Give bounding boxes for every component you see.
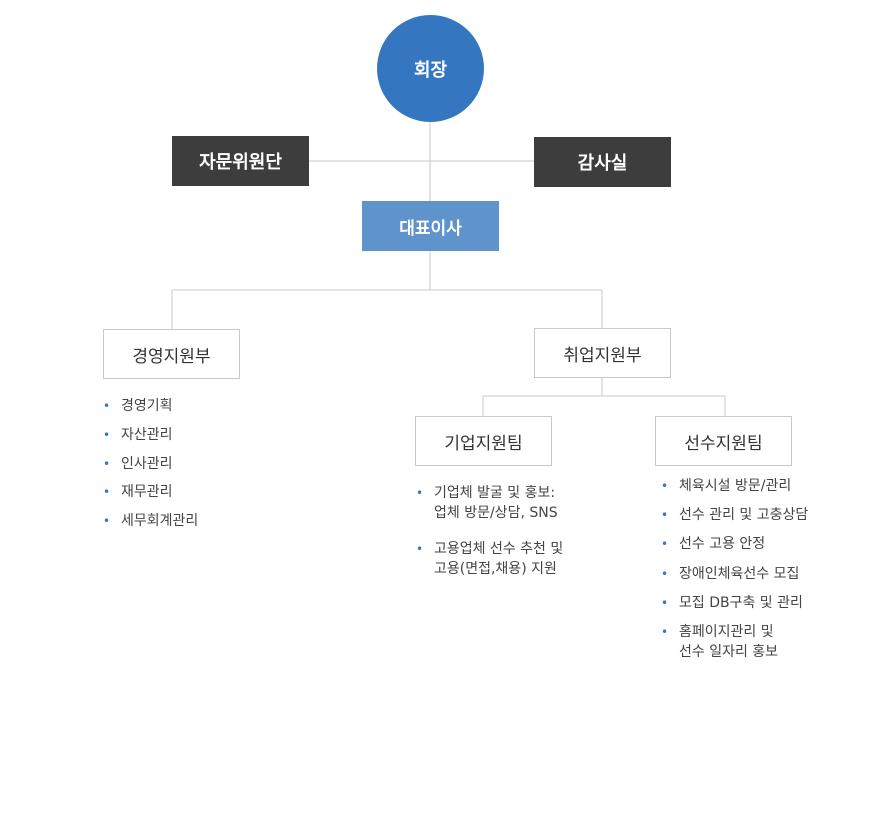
corp-team-label: 기업지원팀	[444, 433, 523, 454]
bullet-icon: •	[103, 427, 111, 442]
list-item: • 세무회계관리	[103, 511, 198, 531]
corporate-support-team-node: 기업지원팀	[415, 416, 552, 466]
list-item: • 선수 고용 안정	[661, 534, 871, 554]
ceo-label: 대표이사	[399, 218, 462, 239]
bullet-icon: •	[103, 399, 111, 413]
list-item: • 선수 관리 및 고충상담	[661, 505, 871, 525]
employment-dept-label: 취업지원부	[563, 345, 642, 366]
list-item-text: 재무관리	[121, 484, 173, 501]
bullet-icon: •	[661, 624, 669, 639]
list-item-text: 선수 고용 안정	[679, 536, 766, 553]
bullet-icon: •	[103, 514, 111, 529]
bullet-icon: •	[661, 595, 669, 610]
bullet-icon: •	[103, 485, 111, 500]
management-support-dept-node: 경영지원부	[103, 329, 240, 379]
corp-duty-list: • 기업체 발굴 및 홍보: 업체 방문/상담, SNS • 고용업체 선수 추천 …	[416, 483, 616, 595]
list-item: • 체육시설 방문/관리	[661, 476, 871, 496]
list-item-text: 자산관리	[121, 426, 173, 443]
employment-support-dept-node: 취업지원부	[534, 328, 671, 378]
chairman-node: 회장	[377, 15, 484, 122]
bullet-icon: •	[661, 479, 669, 493]
list-item-text: 장애인체육선수 모집	[679, 565, 800, 582]
mgmt-duty-list: • 경영기획 • 자산관리 • 인사관리 • 재무관리 • 세무회계관리	[103, 396, 198, 540]
list-item: • 인사관리	[103, 454, 198, 474]
mgmt-dept-label: 경영지원부	[132, 346, 211, 367]
bullet-icon: •	[661, 508, 669, 523]
advisory-committee-node: 자문위원단	[172, 136, 309, 186]
bullet-icon: •	[416, 486, 424, 500]
audit-office-node: 감사실	[534, 137, 671, 187]
list-item-text: 홈페이지관리 및 선수 일자리 홍보	[679, 623, 779, 660]
list-item-text: 모집 DB구축 및 관리	[679, 594, 803, 611]
bullet-icon: •	[661, 537, 669, 552]
list-item-text: 기업체 발굴 및 홍보: 업체 방문/상담, SNS	[434, 485, 558, 521]
list-item: • 자산관리	[103, 425, 198, 445]
list-item: • 재무관리	[103, 482, 198, 502]
ceo-node: 대표이사	[362, 201, 499, 251]
bullet-icon: •	[416, 542, 424, 556]
bullet-icon: •	[103, 456, 111, 471]
advisory-label: 자문위원단	[199, 152, 282, 173]
list-item: • 홈페이지관리 및 선수 일자리 홍보	[661, 622, 871, 662]
player-team-label: 선수지원팀	[684, 433, 763, 454]
list-item-text: 세무회계관리	[121, 513, 199, 530]
list-item: • 고용업체 선수 추천 및 고용(면접,채용) 지원	[416, 539, 616, 579]
list-item-text: 인사관리	[121, 455, 173, 472]
player-duty-list: • 체육시설 방문/관리 • 선수 관리 및 고충상담 • 선수 고용 안정 • 장애인…	[661, 476, 871, 671]
list-item: • 장애인체육선수 모집	[661, 564, 871, 584]
list-item-text: 고용업체 선수 추천 및 고용(면접,채용) 지원	[434, 541, 564, 577]
chairman-label: 회장	[413, 59, 448, 81]
bullet-icon: •	[661, 566, 669, 581]
player-support-team-node: 선수지원팀	[655, 416, 792, 466]
list-item: • 모집 DB구축 및 관리	[661, 593, 871, 613]
list-item: • 기업체 발굴 및 홍보: 업체 방문/상담, SNS	[416, 483, 616, 523]
list-item-text: 경영기획	[121, 398, 173, 414]
list-item-text: 체육시설 방문/관리	[679, 478, 792, 494]
audit-label: 감사실	[577, 153, 628, 174]
list-item: • 경영기획	[103, 396, 198, 416]
list-item-text: 선수 관리 및 고충상담	[679, 507, 809, 524]
